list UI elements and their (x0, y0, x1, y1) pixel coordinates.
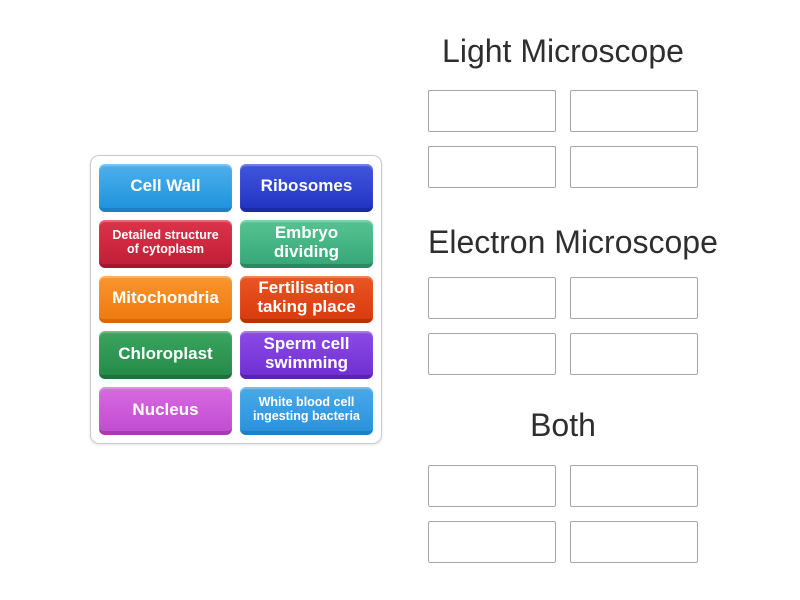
drop-slot-both-3[interactable] (428, 521, 556, 563)
drop-slot-both-2[interactable] (570, 465, 698, 507)
slot-grid (428, 90, 698, 188)
drop-slot-both-1[interactable] (428, 465, 556, 507)
drop-slot-light-microscope-4[interactable] (570, 146, 698, 188)
tile-cell-wall[interactable]: Cell Wall (99, 164, 232, 212)
tile-embryo-dividing[interactable]: Embryo dividing (240, 219, 373, 268)
drop-slot-electron-microscope-2[interactable] (570, 277, 698, 319)
group-electron-microscope: Electron Microscope (428, 224, 718, 375)
group-title: Light Microscope (442, 33, 684, 69)
tile-nucleus[interactable]: Nucleus (99, 387, 232, 435)
drop-slot-both-4[interactable] (570, 521, 698, 563)
slot-grid (428, 277, 698, 375)
drop-slot-light-microscope-1[interactable] (428, 90, 556, 132)
drop-slot-electron-microscope-4[interactable] (570, 333, 698, 375)
tile-chloroplast[interactable]: Chloroplast (99, 331, 232, 380)
group-light-microscope: Light Microscope (428, 33, 698, 188)
tile-mitochondria[interactable]: Mitochondria (99, 275, 232, 324)
drop-slot-light-microscope-2[interactable] (570, 90, 698, 132)
slot-grid (428, 465, 698, 563)
drop-slot-electron-microscope-3[interactable] (428, 333, 556, 375)
group-title: Both (530, 407, 596, 443)
drop-slot-electron-microscope-1[interactable] (428, 277, 556, 319)
tile-fertilisation-taking-place[interactable]: Fertilisation taking place (240, 275, 373, 324)
tile-detailed-structure-of-cytoplasm[interactable]: Detailed structure of cytoplasm (99, 219, 232, 268)
drop-slot-light-microscope-3[interactable] (428, 146, 556, 188)
tile-white-blood-cell-ingesting-bacteria[interactable]: White blood cell ingesting bacteria (240, 387, 373, 435)
group-title: Electron Microscope (428, 224, 718, 260)
tile-ribosomes[interactable]: Ribosomes (240, 164, 373, 212)
tile-sperm-cell-swimming[interactable]: Sperm cell swimming (240, 331, 373, 380)
group-both: Both (428, 407, 698, 563)
